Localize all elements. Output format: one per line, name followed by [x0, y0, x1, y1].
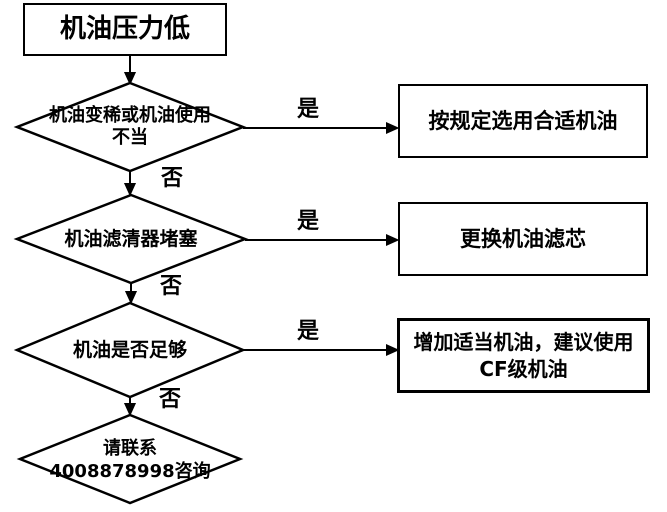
decision-diamond-4: [16, 413, 244, 505]
decision-label-line2: 4008878998咨询: [49, 461, 211, 482]
start-node-label: 机油压力低: [59, 13, 190, 44]
arrowhead-start-to-d1: [123, 72, 137, 86]
arrowhead-d2-to-d3: [124, 291, 138, 305]
decision-label-line1: 机油滤清器堵塞: [64, 228, 198, 251]
action-box-label-line1: 增加适当机油，建议使用: [413, 329, 634, 354]
arrowhead-d3-to-d4: [123, 403, 137, 417]
arrowhead-d1-to-d2: [123, 183, 137, 197]
branch-label-yes-1: 是: [296, 97, 319, 123]
branch-label-no-2: 否: [159, 274, 182, 300]
start-node: 机油压力低: [23, 3, 227, 56]
decision-label-line1: 机油是否足够: [72, 339, 187, 362]
action-box-add-oil: 增加适当机油，建议使用 CF级机油: [397, 318, 650, 393]
branch-label-no-3: 否: [158, 387, 181, 413]
decision-label-oil-sufficient: 机油是否足够: [30, 338, 230, 364]
action-box-label: 按规定选用合适机油: [428, 108, 618, 133]
action-box-replace-oil-filter: 更换机油滤芯: [398, 202, 648, 276]
decision-label-line2: 不当: [112, 127, 148, 148]
branch-label-yes-3: 是: [296, 319, 319, 345]
decision-label-oil-thinned: 机油变稀或机油使用 不当: [30, 103, 230, 151]
decision-label-contact-hotline: 请联系 4008878998咨询: [30, 436, 230, 484]
branch-label-yes-2: 是: [296, 209, 319, 235]
arrowhead-d1-to-a1: [386, 121, 400, 135]
action-box-label-line2: CF级机油: [479, 356, 568, 381]
action-box-label: 更换机油滤芯: [460, 226, 586, 251]
decision-diamond-1: [13, 81, 247, 173]
decision-label-line1: 请联系: [103, 437, 157, 459]
decision-diamond-2: [13, 193, 249, 285]
decision-label-filter-clogged: 机油滤清器堵塞: [30, 227, 232, 253]
arrowhead-d3-to-a3: [386, 343, 400, 357]
decision-diamond-3: [13, 301, 247, 399]
branch-label-no-1: 否: [160, 166, 183, 192]
decision-label-line1: 机油变稀或机油使用: [49, 104, 211, 126]
action-box-select-proper-oil: 按规定选用合适机油: [398, 84, 648, 158]
arrowhead-d2-to-a2: [386, 233, 400, 247]
